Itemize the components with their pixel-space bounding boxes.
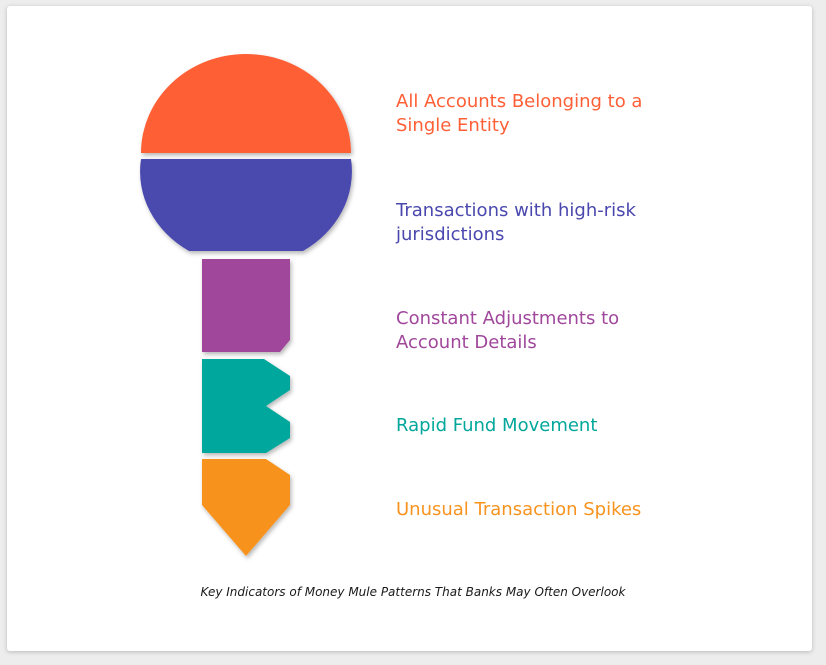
key-tip-segment	[202, 459, 290, 556]
indicator-label-4: Rapid Fund Movement	[396, 415, 598, 436]
key-shaft-segment-1	[202, 259, 290, 352]
infographic-card	[7, 6, 812, 651]
indicator-label-5: Unusual Transaction Spikes	[396, 499, 642, 520]
indicator-label-3: Constant Adjustments to Account Details	[396, 308, 620, 353]
indicator-label-2: Transactions with high-risk jurisdiction…	[396, 200, 636, 245]
diagram-caption: Key Indicators of Money Mule Patterns Th…	[200, 585, 626, 599]
indicator-label-1: All Accounts Belonging to a Single Entit…	[396, 91, 643, 136]
key-head-top-segment	[141, 54, 351, 153]
key-shaft-segment-2	[202, 359, 290, 453]
key-head-bottom-segment	[140, 159, 352, 251]
